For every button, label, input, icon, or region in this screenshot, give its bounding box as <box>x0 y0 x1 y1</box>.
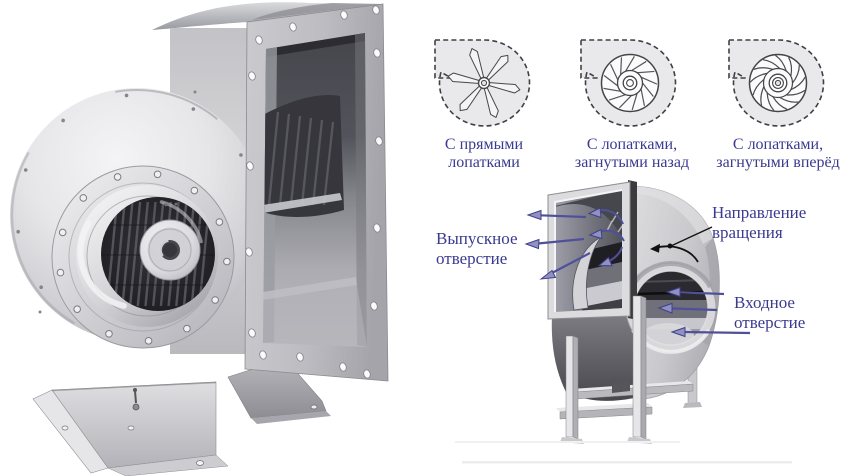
duct-inner-detail <box>263 33 367 347</box>
label-line: С лопатками, <box>586 136 678 153</box>
label-line: отверстие <box>734 313 806 332</box>
label-line: Входное <box>734 293 795 312</box>
label-line: Выпускное <box>436 229 518 248</box>
label-line: вращения <box>712 223 783 242</box>
inlet-flow-arrows <box>657 286 751 338</box>
housing-drum-shadow <box>252 3 383 20</box>
label-line: С прямыми <box>444 136 524 153</box>
label-line: загнутыми вперёд <box>716 153 840 171</box>
inlet-ring-bolts <box>56 170 231 345</box>
cutaway-discharge-duct <box>547 180 637 320</box>
label-line: загнутыми назад <box>574 153 690 171</box>
label-straight-blades: С прямыми лопатками <box>394 136 574 171</box>
stand <box>556 295 702 444</box>
impeller-hub <box>139 202 201 281</box>
label-line: С лопатками, <box>732 136 824 153</box>
label-outlet: Выпускное отверстие <box>436 229 518 269</box>
inlet-reflection <box>77 220 127 309</box>
label-line: Направление <box>712 203 807 222</box>
outlet-flow-arrows <box>524 207 625 280</box>
front-foot <box>32 381 229 476</box>
fan-type-backward <box>580 39 677 127</box>
rotation-arrow <box>650 226 713 263</box>
fan-cutaway-diagram <box>455 180 792 464</box>
label-rotation-direction: Направление вращения <box>712 203 806 243</box>
ground-shadow <box>455 441 680 443</box>
label-inlet: Входное отверстие <box>734 293 805 333</box>
label-line: лопатками <box>448 153 520 171</box>
label-line: отверстие <box>436 249 508 268</box>
ground-shadow-2 <box>462 461 792 464</box>
fan-photo <box>10 2 389 476</box>
label-forward-blades: С лопатками, загнутыми вперёд <box>688 136 850 171</box>
discharge-flange <box>244 3 389 382</box>
fan-type-forward <box>728 39 825 127</box>
label-backward-blades: С лопатками, загнутыми назад <box>542 136 722 171</box>
inlet-reflection-2 <box>159 200 203 244</box>
scroll-face-top-edge <box>115 89 218 120</box>
scroll-face-left-edge <box>10 151 76 325</box>
flange-bolt-holes <box>245 5 383 379</box>
fan-type-straight <box>434 39 531 127</box>
fan-type-diagrams <box>434 39 825 127</box>
